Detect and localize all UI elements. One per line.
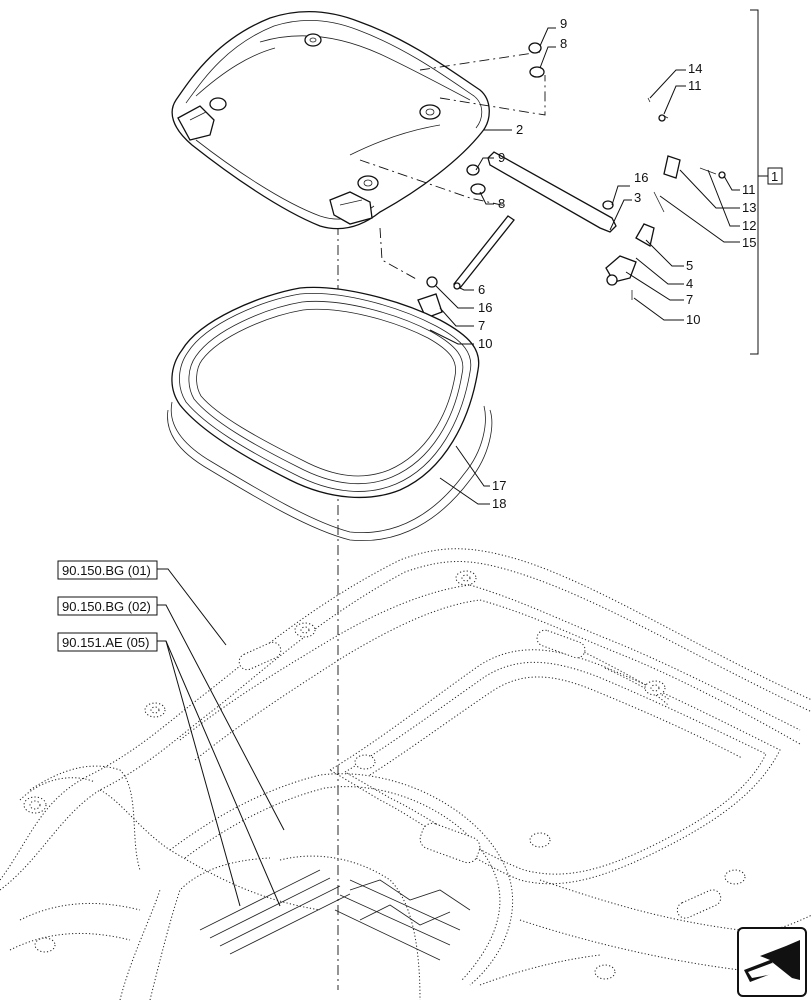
arrow-back-icon[interactable] [737,927,807,997]
callout-17: 17 [492,478,506,493]
callout-14: 14 [688,61,702,76]
roof-hatch [171,10,546,281]
callout-3: 3 [634,190,641,205]
callout-11: 11 [688,78,702,93]
group-label: 1 [771,169,778,184]
callout-16: 16 [478,300,492,315]
callout-9: 9 [498,150,505,165]
reference-label: 90.151.AE (05) [62,635,149,650]
reference-link-1[interactable]: 90.150.BG (01) [57,560,158,580]
callout-8: 8 [560,36,567,51]
group-label-box: 1 [767,167,783,185]
callout-10: 10 [478,336,492,351]
callout-4: 4 [686,276,693,291]
hardware-upper [417,42,726,331]
reference-link-2[interactable]: 90.150.BG (02) [57,596,158,616]
reference-label: 90.150.BG (02) [62,599,151,614]
reference-link-3[interactable]: 90.151.AE (05) [57,632,158,652]
callout-10: 10 [686,312,700,327]
callout-7: 7 [686,292,693,307]
callout-11: 11 [742,182,756,197]
callout-7: 7 [478,318,485,333]
callout-15: 15 [742,235,756,250]
callout-9: 9 [560,16,567,31]
callout-18: 18 [492,496,506,511]
callout-6: 6 [478,282,485,297]
leader-lines [157,9,768,907]
callout-5: 5 [686,258,693,273]
callout-13: 13 [742,200,756,215]
reference-label: 90.150.BG (01) [62,563,151,578]
callout-labels: 9 8 2 9 8 14 11 11 13 12 15 16 3 5 4 7 1… [478,16,756,511]
callout-2: 2 [516,122,523,137]
cab-roof-assembly [0,548,812,1000]
seal-assembly [167,286,493,542]
callout-8: 8 [498,196,505,211]
vent-mesh [199,869,471,961]
callout-12: 12 [742,218,756,233]
callout-16: 16 [634,170,648,185]
